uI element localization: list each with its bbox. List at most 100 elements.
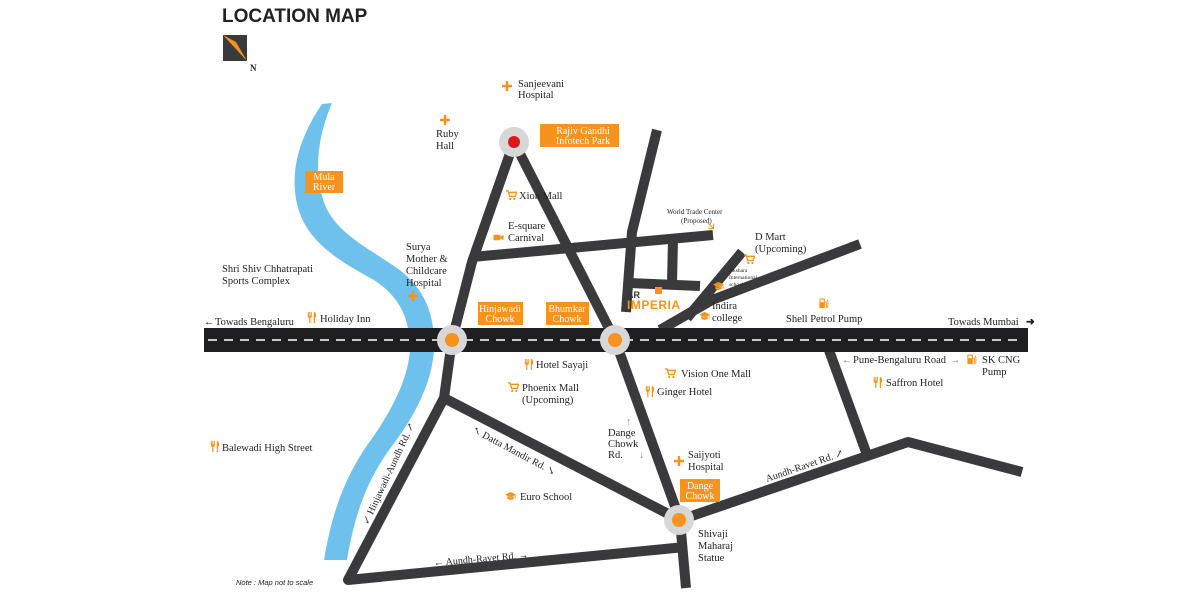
svg-text:River: River xyxy=(313,182,336,193)
shivaji-statue-label: Maharaj xyxy=(698,541,733,552)
svg-text:Mula: Mula xyxy=(313,172,335,183)
junction-dange[interactable] xyxy=(664,505,694,535)
restaurant-icon xyxy=(645,386,655,397)
dmart-label: (Upcoming) xyxy=(755,244,807,255)
arrow-left-icon: ← xyxy=(842,355,853,366)
cart-icon xyxy=(506,190,517,201)
dange-chowk-box[interactable]: Dange Chowk xyxy=(680,479,720,502)
road-imperia-stub xyxy=(667,239,678,284)
arrow-up-icon: ↑ xyxy=(626,417,631,428)
restaurant-icon xyxy=(524,359,534,370)
dange-chowk-road-label: Dange xyxy=(608,428,636,439)
shivaji-statue-label: Statue xyxy=(698,553,725,564)
phoenix-mall-label: Phoenix Mall xyxy=(522,383,579,394)
svg-text:AR: AR xyxy=(627,290,640,300)
ruby-hall-label: Hall xyxy=(436,141,454,152)
north-arrow-icon xyxy=(223,35,247,61)
scale-note: Note : Map not to scale xyxy=(236,578,313,587)
surya-label: Surya xyxy=(406,242,431,253)
akshara-label: International xyxy=(729,275,758,281)
svg-text:Infotech Park: Infotech Park xyxy=(556,136,610,147)
road-hinjawadi-aundh xyxy=(343,339,686,585)
sports-complex-label: Sports Complex xyxy=(222,276,291,287)
restaurant-icon xyxy=(307,312,317,323)
akshara-label: school xyxy=(729,282,744,288)
vision-mall-label: Vision One Mall xyxy=(681,369,751,380)
restaurant-icon xyxy=(210,441,220,452)
road-rajiv-to-hinjawadi xyxy=(447,140,519,342)
ruby-hall-label: Ruby xyxy=(436,129,460,140)
highway-left-label: Towads Bengaluru xyxy=(215,317,295,328)
road-imperia-connector xyxy=(629,278,701,291)
mula-river xyxy=(294,103,435,560)
hinjawadi-chowk-box[interactable]: Hinjawadi Chowk xyxy=(478,302,523,325)
svg-text:Chowk: Chowk xyxy=(553,314,582,325)
esquare-label: Carnival xyxy=(508,233,544,244)
river-label-box: Mula River xyxy=(305,171,343,193)
dange-chowk-road-label: Chowk xyxy=(608,439,639,450)
highway-right-label: Towads Mumbai xyxy=(948,317,1019,328)
bhumkar-chowk-box[interactable]: Bhumkar Chowk xyxy=(546,302,589,325)
project-logo-icon xyxy=(655,287,662,294)
road-datta-mandir xyxy=(441,393,683,525)
arrow-down-icon: ↓ xyxy=(639,450,644,461)
graduation-cap-icon xyxy=(505,491,516,501)
dange-chowk-road-label: Rd. xyxy=(608,450,623,461)
svg-text:Chowk: Chowk xyxy=(686,491,715,502)
junction-rajiv-gandhi[interactable] xyxy=(499,127,529,157)
wtc-label: World Trade Center xyxy=(667,208,723,216)
esquare-label: E-square xyxy=(508,221,546,232)
saijyoti-label: Saijyoti xyxy=(688,450,721,461)
project-logo[interactable]: AR IMPERIA xyxy=(627,287,681,312)
north-label: N xyxy=(250,63,257,73)
fuel-icon xyxy=(966,354,977,365)
fuel-icon xyxy=(818,298,829,309)
sanjeevani-label: Hospital xyxy=(518,90,554,101)
phoenix-mall-label: (Upcoming) xyxy=(522,395,574,406)
dmart-label: D Mart xyxy=(755,232,786,243)
indira-college-label: Indira xyxy=(712,301,737,312)
road-aundh-ravet-right xyxy=(678,437,1024,525)
arrow-right-icon: ➜ xyxy=(1026,317,1035,328)
pune-bengaluru-road-label: Pune-Bengaluru Road xyxy=(853,355,947,366)
junction-bhumkar[interactable] xyxy=(600,325,630,355)
svg-text:Hinjawadi: Hinjawadi xyxy=(479,304,521,315)
euro-school-label: Euro School xyxy=(520,492,572,503)
sanjeevani-label: Sanjeevani xyxy=(518,79,564,90)
svg-text:Chowk: Chowk xyxy=(486,314,515,325)
road-dmart-spur xyxy=(657,239,862,335)
svg-text:Dange: Dange xyxy=(687,481,714,492)
road-pune-bengaluru-service xyxy=(821,340,871,454)
indira-college-label: college xyxy=(712,313,743,324)
restaurant-icon xyxy=(873,377,883,388)
junction-hinjawadi[interactable] xyxy=(437,325,467,355)
arrow-left-icon: ← xyxy=(204,317,215,328)
hotel-sayaji-label: Hotel Sayaji xyxy=(536,360,588,371)
saffron-hotel-label: Saffron Hotel xyxy=(886,378,943,389)
surya-label: Mother & xyxy=(406,254,448,265)
svg-text:IMPERIA: IMPERIA xyxy=(627,298,681,312)
hospital-icon xyxy=(674,456,684,466)
holiday-inn-label: Holiday Inn xyxy=(320,314,371,325)
page-title: LOCATION MAP xyxy=(222,6,368,27)
saijyoti-label: Hospital xyxy=(688,462,724,473)
surya-label: Hospital xyxy=(406,278,442,289)
cart-icon xyxy=(508,382,519,393)
wtc-label: (Proposed) xyxy=(681,217,712,225)
rajiv-gandhi-box[interactable]: Rajiv Gandhi Infotech Park xyxy=(540,124,619,147)
camera-icon xyxy=(493,234,504,241)
road-wtc-spur xyxy=(621,128,662,313)
road-rajiv-to-bhumkar xyxy=(509,139,620,343)
road-esquare xyxy=(471,230,714,262)
road-network xyxy=(343,128,1024,589)
hospital-icon xyxy=(502,81,512,91)
arrow-right-icon: → xyxy=(950,355,961,366)
svg-text:Rajiv Gandhi: Rajiv Gandhi xyxy=(556,126,610,137)
cart-icon xyxy=(665,368,676,379)
balewadi-label: Balewadi High Street xyxy=(222,443,312,454)
sk-cng-label: Pump xyxy=(982,367,1007,378)
shivaji-statue-label: Shivaji xyxy=(698,529,728,540)
svg-text:Bhumkar: Bhumkar xyxy=(548,304,586,315)
akshara-label: Akshara xyxy=(729,268,748,274)
